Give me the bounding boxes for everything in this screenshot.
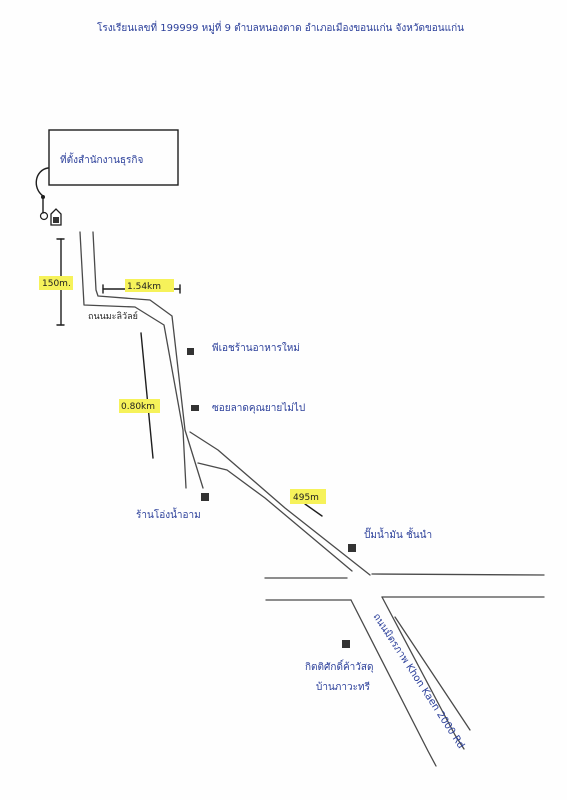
shop-icon-middle xyxy=(191,405,199,411)
diagonal-road-lower xyxy=(197,462,353,572)
dim-line-495m xyxy=(304,503,323,517)
shop-icon-lower xyxy=(342,640,350,648)
road-right-edge xyxy=(92,231,204,489)
highlight-495m xyxy=(290,489,326,504)
diagonal-road-after-left xyxy=(350,599,437,767)
dim-line-080km xyxy=(140,332,154,459)
distance-150m: 150m. xyxy=(42,279,71,289)
landmark-middle-right: ซอยลาดคุณยายไม่ไป xyxy=(212,402,305,414)
landmark-junction: ปั๊มน้ำมัน ชั้นนำ xyxy=(364,527,432,541)
map-header-text: โรงเรียนเลขที่ 199999 หมู่ที่ 9 ตำบลหนอง… xyxy=(97,20,464,34)
diagonal-road-inner xyxy=(394,616,471,731)
start-box-label: ที่ตั้งสำนักงานธุรกิจ xyxy=(60,152,143,166)
building-icon xyxy=(50,208,62,226)
road-label-diagonal: ถนนมิตรภาพ Khon Kaen 2000 Rd xyxy=(370,612,466,751)
cross-road-upper-right xyxy=(371,573,545,576)
curved-arrow xyxy=(35,167,49,197)
distance-080km: 0.80km xyxy=(121,402,155,412)
landmark-lower-right-line1: กิตติศักดิ์ค้าวัสดุ xyxy=(305,659,373,673)
highlight-150m xyxy=(39,276,73,290)
diagonal-road-upper xyxy=(189,431,371,576)
arrow-dot xyxy=(41,195,45,199)
shop-icon-upper xyxy=(187,348,194,355)
diagonal-road-after-right xyxy=(381,596,465,750)
distance-495m: 495m xyxy=(293,493,319,503)
shop-icon-junction xyxy=(348,544,356,552)
start-box xyxy=(48,129,179,186)
location-pin-icon xyxy=(39,211,49,221)
distance-154km: 1.54km xyxy=(127,282,161,292)
road-left-edge xyxy=(79,231,187,489)
landmark-left-bottom: ร้านโอ่งน้ำอาม xyxy=(136,507,201,521)
highlight-080km xyxy=(119,399,160,413)
shop-icon-left xyxy=(201,493,209,501)
road-label-upper: ถนนมะลิวัลย์ xyxy=(88,310,138,322)
highlight-154km xyxy=(125,279,174,292)
landmark-upper-right: พีเอชร้านอาหารใหม่ xyxy=(212,342,300,354)
landmark-lower-right-line2: บ้านภาวะทรี xyxy=(316,681,371,693)
